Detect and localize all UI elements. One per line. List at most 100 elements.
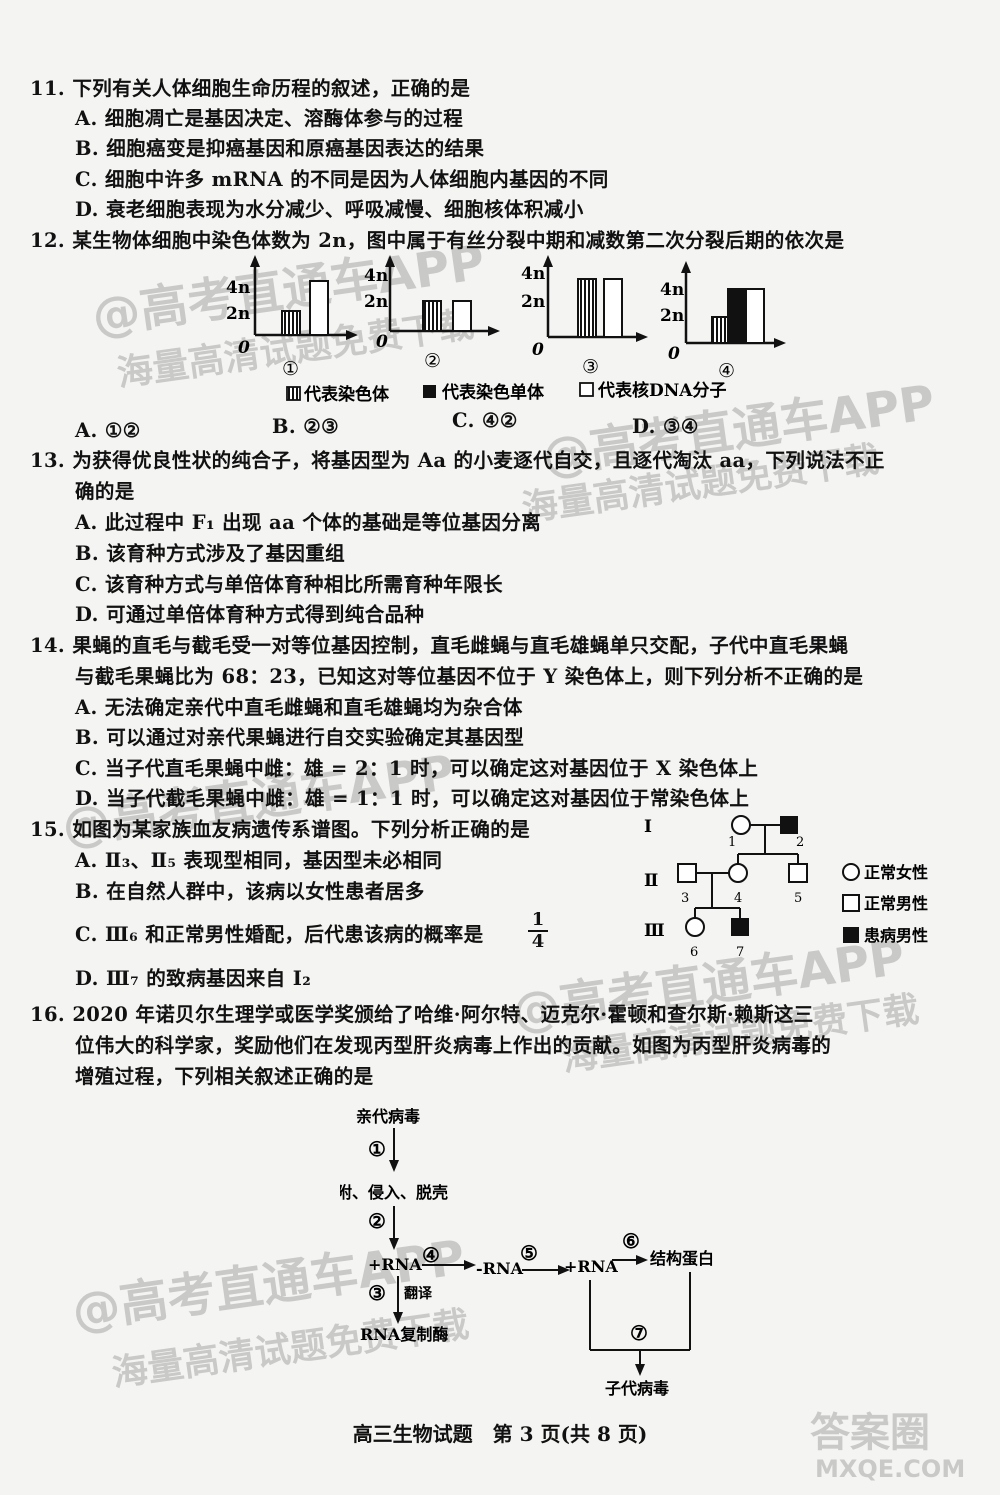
individual-4 (728, 863, 748, 883)
rna-replicase: RNA复制酶 (360, 1325, 448, 1344)
q12-stem: 12. 某生物体细胞中染色体数为 2n，图中属于有丝分裂中期和减数第二次分裂后期… (30, 229, 845, 252)
watermark: 海量高清试题免费下载 (519, 439, 882, 530)
chart-label-2: ② (424, 350, 441, 372)
svg-text:代表染色体: 代表染色体 (303, 384, 390, 405)
chart-label-1: ① (282, 358, 299, 380)
page-footer: 高三生物试题 第 3 页(共 8 页) (352, 1422, 648, 1446)
fraction-denominator: 4 (528, 930, 548, 952)
individual-7 (731, 918, 749, 936)
q13-option-a: A. 此过程中 F₁ 出现 aa 个体的基础是等位基因分离 (75, 511, 542, 534)
plus-rna-1: +RNA (368, 1255, 422, 1274)
svg-text:⑥: ⑥ (622, 1229, 640, 1253)
hcv-replication-diagram: 亲代病毒 ① 吸附、侵入、脱壳 ② +RNA ④ -RNA ⑤ +RNA ⑥ 结… (340, 1107, 714, 1398)
minus-rna: -RNA (476, 1259, 524, 1278)
q13-option-d: D. 可通过单倍体育种方式得到纯合品种 (75, 603, 425, 626)
svg-text:2n: 2n (521, 292, 545, 312)
svg-text:①: ① (368, 1137, 386, 1161)
svg-text:2n: 2n (660, 306, 684, 326)
svg-text:4n: 4n (226, 278, 250, 298)
fraction-numerator: 1 (531, 909, 545, 930)
q12-option-b: B. ②③ (272, 415, 340, 438)
svg-text:4: 4 (734, 891, 742, 906)
q11-option-a: A. 细胞凋亡是基因决定、溶酶体参与的过程 (75, 107, 464, 130)
q11-option-d: D. 衰老细胞表现为水分减少、呼吸减慢、细胞核体积减小 (75, 198, 584, 221)
individual-2 (780, 816, 798, 834)
individual-6 (685, 917, 705, 937)
chart-4: 4n 2n 0 ④ (660, 261, 786, 382)
svg-text:1: 1 (728, 835, 736, 850)
q14-option-b: B. 可以通过对亲代果蝇进行自交实验确定其基因型 (75, 726, 525, 749)
offspring-virus: 子代病毒 (605, 1379, 669, 1398)
svg-text:0: 0 (532, 340, 544, 360)
svg-text:代表核DNA分子: 代表核DNA分子 (597, 380, 726, 401)
watermark: 海量高清试题免费下载 (559, 989, 922, 1080)
svg-text:正常女性: 正常女性 (864, 863, 928, 882)
q14-option-c: C. 当子代直毛果蝇中雌：雄 = 2：1 时，可以确定这对基因位于 X 染色体上 (75, 757, 759, 780)
q16-stem-cont-1: 位伟大的科学家，奖励他们在发现丙型肝炎病毒上作出的贡献。如图为丙型肝炎病毒的 (75, 1034, 832, 1057)
generation-3: Ⅲ (644, 921, 665, 941)
q13-option-c: C. 该育种方式与单倍体育种相比所需育种年限长 (75, 573, 503, 596)
individual-1 (731, 815, 751, 835)
structural-protein: 结构蛋白 (649, 1249, 714, 1268)
svg-text:2n: 2n (226, 304, 250, 324)
q11-stem: 11. 下列有关人体细胞生命历程的叙述，正确的是 (30, 77, 471, 100)
q11-option-c: C. 细胞中许多 mRNA 的不同是因为人体细胞内基因的不同 (75, 168, 609, 191)
svg-text:2: 2 (796, 835, 804, 850)
svg-text:3: 3 (681, 891, 689, 906)
svg-text:正常男性: 正常男性 (864, 894, 928, 913)
chart-label-3: ③ (582, 356, 599, 378)
generation-2: Ⅱ (644, 871, 658, 891)
q15-option-d: D. Ⅲ₇ 的致病基因来自 Ⅰ₂ (75, 967, 312, 990)
q16-stem-cont-2: 增殖过程，下列相关叙述正确的是 (75, 1065, 374, 1088)
svg-text:代表染色单体: 代表染色单体 (441, 382, 545, 403)
svg-text:4n: 4n (521, 264, 545, 284)
svg-text:④: ④ (422, 1243, 440, 1267)
q14-option-a: A. 无法确定亲代中直毛雌蝇和直毛雄蝇均为杂合体 (75, 696, 523, 719)
q14-option-d: D. 当子代截毛果蝇中雌：雄 = 1：1 时，可以确定这对基因位于常染色体上 (75, 787, 750, 810)
individual-3 (677, 863, 697, 883)
svg-text:2n: 2n (364, 292, 388, 312)
svg-text:⑤: ⑤ (520, 1241, 538, 1265)
q13-stem-cont: 确的是 (75, 480, 135, 503)
chart-2: 4n 2n 0 ② (364, 255, 500, 372)
q15-option-a: A. Ⅱ₃、Ⅱ₅ 表现型相同，基因型未必相同 (75, 849, 443, 872)
svg-text:患病男性: 患病男性 (864, 926, 928, 945)
q12-option-c: C. ④② (452, 409, 518, 432)
q13-option-b: B. 该育种方式涉及了基因重组 (75, 542, 346, 565)
attach-entry-label: 吸附、侵入、脱壳 (340, 1183, 448, 1202)
svg-text:0: 0 (376, 332, 388, 352)
svg-text:③: ③ (368, 1281, 386, 1305)
q12-option-d: D. ③④ (632, 415, 699, 438)
probability-fraction: 1 4 (528, 910, 548, 952)
q12-bar-charts: 4n 2n 0 ① 4n 2n 0 ② 4n 2n (226, 255, 786, 405)
translation-label: 翻译 (404, 1285, 433, 1302)
q14-stem-cont: 与截毛果蝇比为 68：23，已知这对等位基因不位于 Y 染色体上，则下列分析不正… (75, 665, 864, 688)
parent-virus-label: 亲代病毒 (356, 1107, 420, 1126)
q16-stem: 16. 2020 年诺贝尔生理学或医学奖颁给了哈维·阿尔特、迈克尔·霍顿和查尔斯… (30, 1003, 814, 1026)
generation-1: Ⅰ (644, 817, 652, 837)
individual-5 (788, 863, 808, 883)
chart-label-4: ④ (718, 360, 735, 382)
svg-text:②: ② (368, 1209, 386, 1233)
svg-text:4n: 4n (364, 266, 388, 286)
chart-3: 4n 2n 0 ③ (521, 255, 648, 378)
svg-text:5: 5 (794, 891, 802, 906)
q11-option-b: B. 细胞癌变是抑癌基因和原癌基因表达的结果 (75, 137, 485, 160)
q12-option-a: A. ①② (75, 419, 141, 442)
watermark-site: MXQE.COM (815, 1455, 966, 1483)
q12-legend: 代表染色体 代表染色单体 代表核DNA分子 (286, 380, 726, 405)
pedigree-chart: Ⅰ Ⅱ Ⅲ 1 2 3 4 5 6 7 正常女性 正常男性 患病 (644, 815, 928, 960)
svg-text:⑦: ⑦ (630, 1321, 648, 1345)
chart-1: 4n 2n 0 ① (226, 255, 358, 380)
q15-option-b: B. 在自然人群中，该病以女性患者居多 (75, 880, 425, 903)
plus-rna-2: +RNA (564, 1257, 618, 1276)
q15-option-c: C. Ⅲ₆ 和正常男性婚配，后代患该病的概率是 (75, 923, 484, 946)
svg-text:0: 0 (668, 344, 680, 364)
q14-stem: 14. 果蝇的直毛与截毛受一对等位基因控制，直毛雌蝇与直毛雄蝇单只交配，子代中直… (30, 634, 849, 657)
svg-text:0: 0 (238, 338, 250, 358)
q13-stem: 13. 为获得优良性状的纯合子，将基因型为 Aa 的小麦逐代自交，且逐代淘汰 a… (30, 449, 885, 472)
svg-text:6: 6 (690, 945, 698, 960)
svg-text:4n: 4n (660, 280, 684, 300)
q15-stem: 15. 如图为某家族血友病遗传系谱图。下列分析正确的是 (30, 818, 531, 841)
